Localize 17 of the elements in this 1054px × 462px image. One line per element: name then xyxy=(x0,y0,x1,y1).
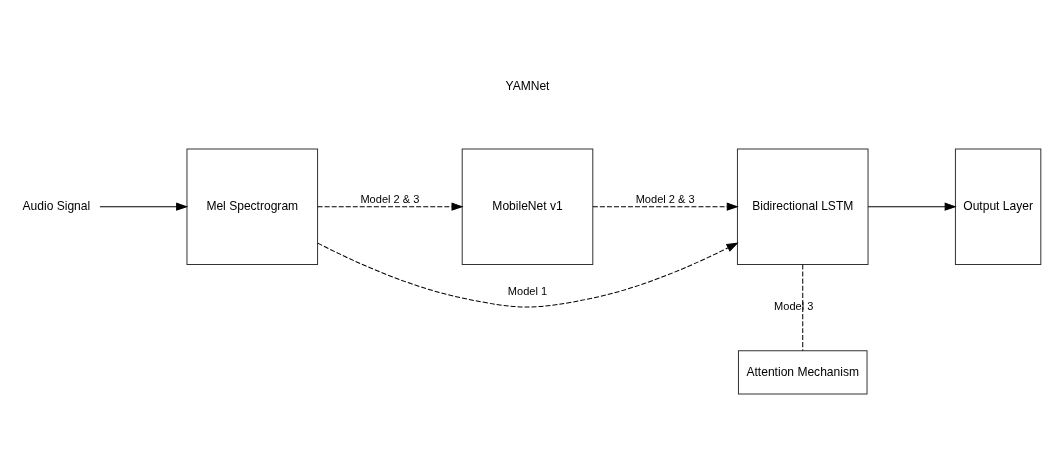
node-text: Audio Signal xyxy=(22,198,91,213)
node-box: Bidirectional LSTM xyxy=(736,147,869,265)
connector xyxy=(802,263,804,351)
arrow xyxy=(317,242,738,307)
arrow xyxy=(867,202,956,211)
arrow xyxy=(317,202,463,211)
edge-label: Model 1 xyxy=(507,284,548,297)
arrow xyxy=(99,202,188,211)
node-box: Attention Mechanism xyxy=(737,349,868,394)
node-box: MobileNet v1 xyxy=(461,147,594,265)
edge-label: Model 2 & 3 xyxy=(360,192,420,205)
edge-label: Model 2 & 3 xyxy=(635,192,695,205)
arrow xyxy=(592,202,738,211)
label: YAMNet xyxy=(505,78,550,93)
node-box: Mel Spectrogram xyxy=(186,147,319,265)
edge-label: Model 3 xyxy=(774,299,814,312)
node-box: Output Layer xyxy=(954,147,1042,265)
